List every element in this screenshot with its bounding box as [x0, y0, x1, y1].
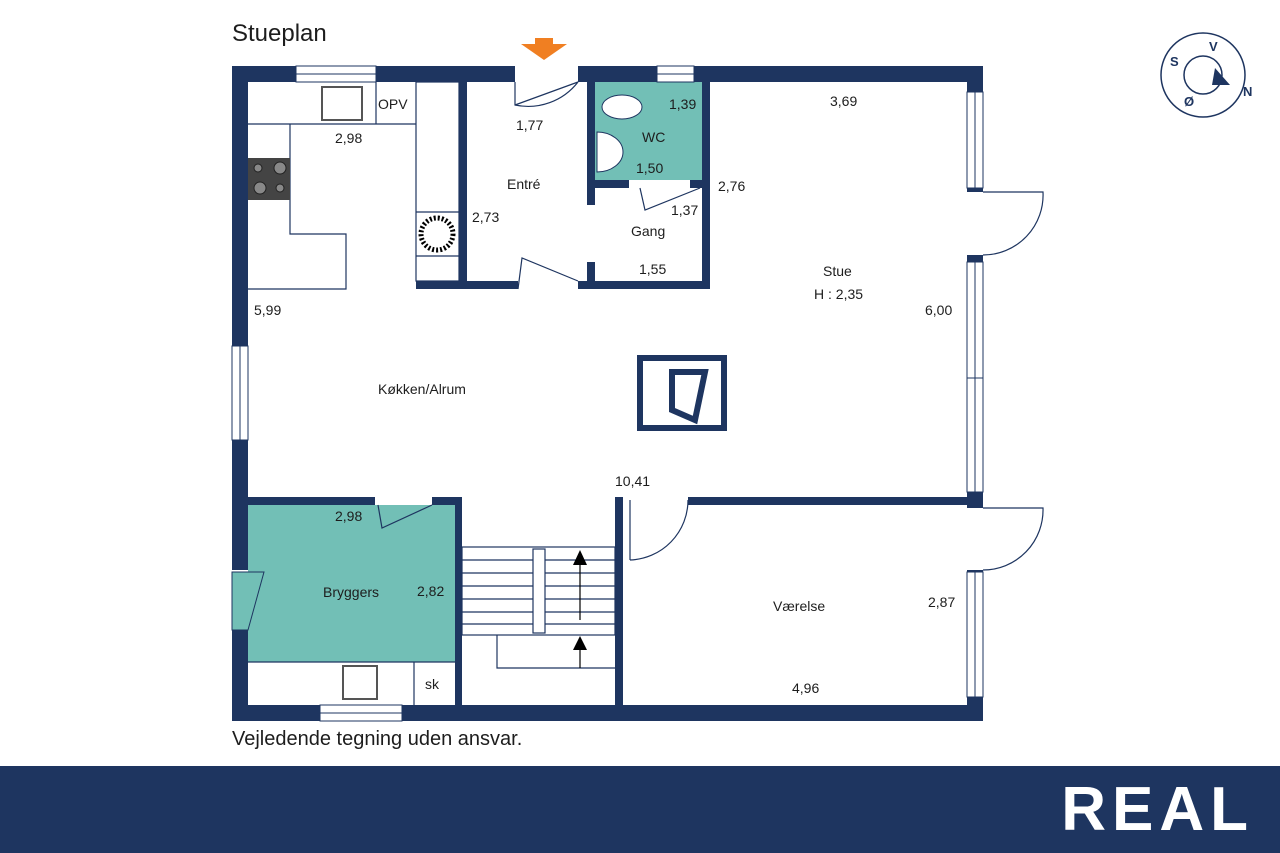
sink-icon [342, 665, 378, 700]
dim: 4,96 [792, 680, 819, 696]
dim: 6,00 [925, 302, 952, 318]
floor-plan: OPV 2,98 5,99 Køkken/Alrum 10,41 1,77 En… [231, 32, 1252, 722]
basin-icon [596, 131, 624, 173]
svg-text:Ø: Ø [1184, 94, 1194, 109]
dim: 2,76 [718, 178, 745, 194]
stairs [461, 546, 616, 669]
room-label-kitchen: Køkken/Alrum [378, 381, 466, 397]
dim: 3,69 [830, 93, 857, 109]
entrance-arrow-icon [521, 38, 567, 60]
dim: 5,99 [254, 302, 281, 318]
svg-text:N: N [1243, 84, 1252, 99]
dim: 1,39 [669, 96, 696, 112]
room-height: H : 2,35 [814, 286, 863, 302]
compass-icon: S V N Ø [1160, 32, 1252, 118]
dim: 1,77 [516, 117, 543, 133]
opv-label: OPV [378, 96, 408, 112]
dim: 1,37 [671, 202, 698, 218]
dim: 1,50 [636, 160, 663, 176]
dim: 2,82 [417, 583, 444, 599]
bryggers-door [231, 571, 265, 631]
sk-label: sk [425, 676, 440, 692]
svg-text:V: V [1209, 39, 1218, 54]
footer: REAL [0, 766, 1280, 853]
dim: 1,55 [639, 261, 666, 277]
real-logo: REAL [1061, 775, 1254, 844]
page-title: Stueplan [232, 20, 327, 47]
bryggers-floor [248, 505, 455, 662]
room-label-entre: Entré [507, 176, 541, 192]
room-label-wc: WC [642, 129, 665, 145]
doors [377, 81, 1044, 571]
sink-icon [321, 86, 363, 121]
disclaimer: Vejledende tegning uden ansvar. [232, 728, 523, 750]
dim: 2,98 [335, 130, 362, 146]
dim: 2,87 [928, 594, 955, 610]
room-label-bryggers: Bryggers [323, 584, 379, 600]
toilet-icon [601, 94, 643, 120]
fan-icon [418, 215, 456, 253]
room-label-gang: Gang [631, 223, 665, 239]
windows [231, 65, 984, 722]
stair-arrow-icon [573, 550, 587, 565]
svg-text:S: S [1170, 54, 1179, 69]
dim: 2,73 [472, 209, 499, 225]
dim: 2,98 [335, 508, 362, 524]
dim: 10,41 [615, 473, 650, 489]
room-label-vaerelse: Værelse [773, 598, 825, 614]
room-label-stue: Stue [823, 263, 852, 279]
stair-arrow-icon [573, 636, 587, 650]
